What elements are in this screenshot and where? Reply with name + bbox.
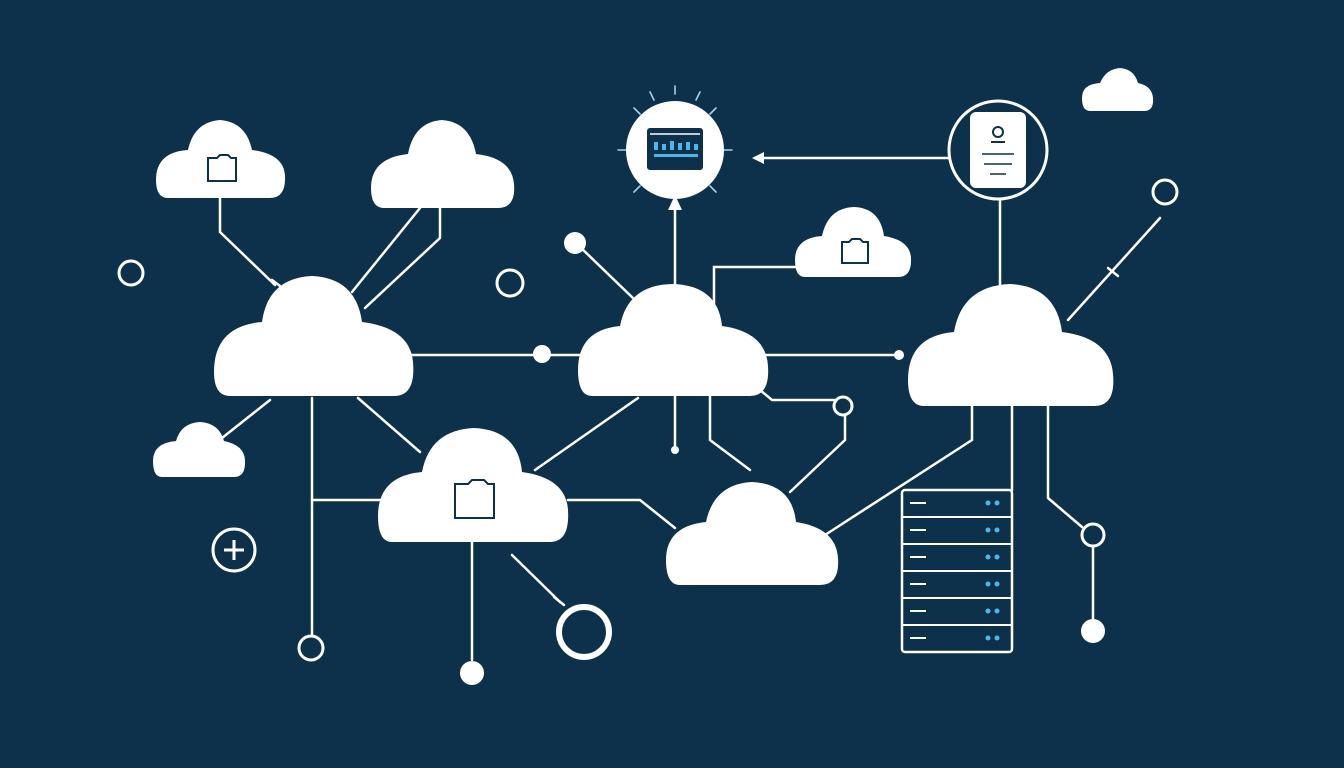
cloud-top-center [371, 120, 515, 208]
cloud-bottom-center [666, 482, 839, 585]
connector-tick [552, 595, 566, 607]
server-unit-handles [910, 502, 926, 639]
folder-icon [454, 479, 495, 519]
arrow-left-icon [752, 152, 764, 164]
dot-node-icon [894, 350, 904, 360]
user-document-icon [970, 112, 1026, 188]
ring-node-icon [556, 604, 612, 660]
monitor-icon [647, 128, 703, 170]
cloud-folder-icon [156, 120, 286, 198]
cloud-small-top-right [1082, 68, 1154, 111]
cloud-main-right [908, 284, 1114, 406]
server-rack [900, 488, 1014, 654]
connector-line [708, 394, 752, 472]
connector-tick [1106, 266, 1120, 278]
connector-line [758, 388, 837, 402]
cloud-small-folder [795, 207, 912, 277]
dot-node-icon [1081, 619, 1105, 643]
ring-node-icon [297, 634, 325, 662]
ring-node-icon [832, 395, 854, 417]
cloud-icon [908, 284, 1114, 406]
connector-line [788, 413, 847, 494]
cloud-icon [1082, 68, 1154, 111]
connection-lines [218, 156, 1162, 662]
cloud-icon [578, 284, 769, 396]
dot-node-icon [564, 232, 586, 254]
connector-line [1066, 216, 1162, 322]
user-profile-node [947, 99, 1049, 201]
cloud-folder-icon [795, 207, 912, 277]
connector-line [218, 196, 277, 287]
dot-node-icon [671, 446, 679, 454]
arrow-up-icon [668, 195, 682, 210]
cloud-top-left-folder [156, 120, 286, 198]
server-status-leds [985, 500, 1000, 641]
folder-icon [841, 238, 869, 264]
connector-line [533, 396, 640, 472]
connector-line [712, 265, 802, 310]
cloud-icon [153, 422, 246, 477]
cloud-main-left [214, 276, 414, 396]
cloud-folder-bottom [378, 428, 569, 542]
connector-line [823, 403, 974, 537]
monitor-glow-rays [617, 85, 733, 193]
ring-node-icon [117, 259, 145, 287]
cloud-folder-icon [378, 428, 569, 542]
server-units [902, 516, 1012, 626]
cloud-icon [371, 120, 515, 208]
cloud-icon [214, 276, 414, 396]
connector-tick [270, 278, 282, 288]
connector-line [1046, 403, 1084, 529]
folder-icon [207, 154, 237, 182]
ring-node-icon [1151, 178, 1179, 206]
ring-node-icon [1080, 522, 1106, 548]
monitor-node [617, 85, 733, 199]
add-node [211, 527, 257, 573]
connector-line [363, 206, 442, 310]
cloud-main-center [578, 284, 769, 396]
dot-node-icon [460, 661, 484, 685]
connector-line [356, 396, 422, 454]
connector-line [566, 498, 677, 530]
user-avatar-icon [992, 126, 1004, 138]
ring-node-icon [495, 268, 525, 298]
monitor-screen-bars [654, 141, 698, 157]
cloud-small-left [153, 422, 246, 477]
plus-circle-icon [211, 527, 257, 573]
cloud-icon [666, 482, 839, 585]
connector-line [510, 553, 562, 604]
connector-line [220, 398, 272, 440]
connection-endpoints [117, 178, 1179, 685]
connector-line [350, 206, 422, 294]
dot-node-icon [533, 345, 551, 363]
connector-line [576, 243, 637, 302]
